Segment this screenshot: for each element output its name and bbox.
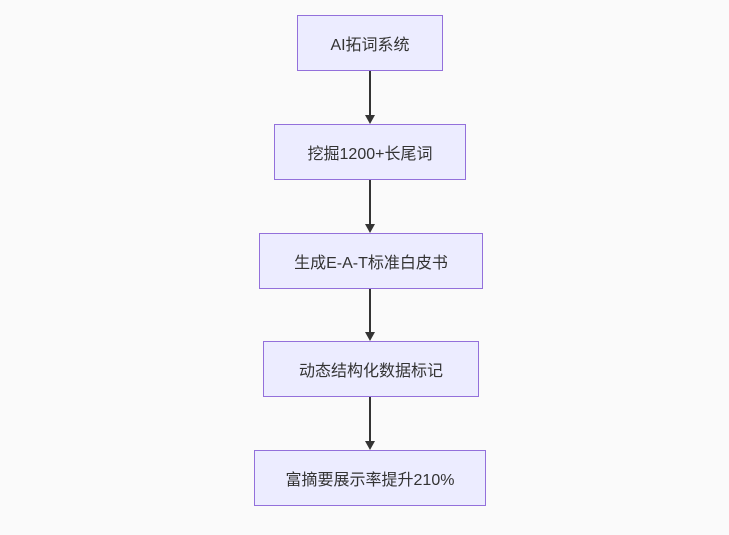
flow-node-structured-data: 动态结构化数据标记 [263, 341, 479, 397]
flow-node-eat-whitepaper: 生成E-A-T标准白皮书 [259, 233, 483, 289]
flow-arrow-3 [369, 289, 371, 332]
flow-node-label: 动态结构化数据标记 [298, 363, 443, 380]
flow-node-label: 生成E-A-T标准白皮书 [294, 255, 448, 272]
flow-arrow-4 [369, 397, 371, 441]
flow-node-label: 挖掘1200+长尾词 [307, 146, 433, 163]
flow-node-ai-expansion: AI拓词系统 [297, 15, 443, 71]
flow-node-longtail-mining: 挖掘1200+长尾词 [274, 124, 466, 180]
flow-arrow-1 [369, 71, 371, 115]
flow-node-label: AI拓词系统 [330, 37, 410, 54]
flow-node-rich-snippet-result: 富摘要展示率提升210% [254, 450, 486, 506]
flow-node-label: 富摘要展示率提升210% [285, 472, 455, 489]
flow-arrow-2 [369, 180, 371, 224]
